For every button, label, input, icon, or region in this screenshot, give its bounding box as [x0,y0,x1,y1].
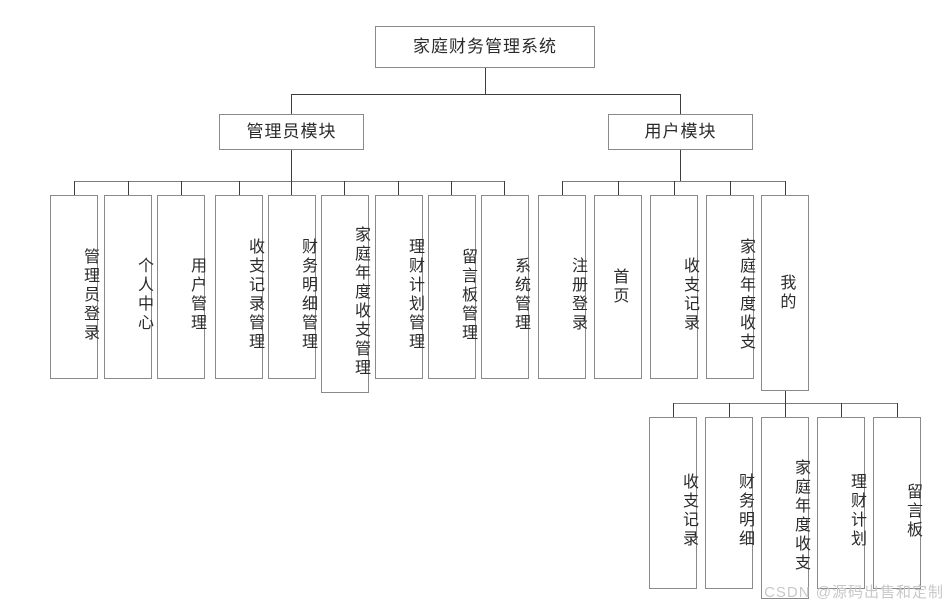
node-admin-child-9[interactable]: 系统管理 [481,195,529,379]
connector-admin-drop-7 [398,181,399,195]
node-mine-child-5-label: 留言板 [904,482,921,540]
connector-user-drop-4 [730,181,731,195]
node-admin-child-1[interactable]: 管理员登录 [50,195,98,379]
connector-user-drop-3 [674,181,675,195]
node-admin-module-label: 管理员模块 [246,122,337,142]
connector-user-drop-1 [562,181,563,195]
node-user-child-3-label: 收支记录 [681,257,698,333]
csdn-watermark: CSDN @源码出售和定制 [764,584,944,601]
node-admin-child-6[interactable]: 家庭年度收支管理 [321,195,369,393]
connector-root-to-admin [291,94,292,114]
connector-mine-drop-4 [841,403,842,417]
node-admin-child-7-label: 理财计划管理 [406,238,423,352]
connector-admin-drop-2 [128,181,129,195]
node-mine-child-3-label: 家庭年度收支 [792,459,809,573]
connector-admin-drop-1 [74,181,75,195]
node-user-child-4-label: 家庭年度收支 [737,238,754,352]
connector-root-to-user [680,94,681,114]
node-root-label: 家庭财务管理系统 [413,37,557,57]
node-admin-child-3[interactable]: 用户管理 [157,195,205,379]
node-mine-child-1-label: 收支记录 [680,473,697,549]
connector-user-drop-2 [618,181,619,195]
connector-admin-drop-9 [504,181,505,195]
node-admin-child-2-label: 个人中心 [135,257,152,333]
connector-user-drop-5 [785,181,786,195]
connector-admin-stem [291,150,292,181]
connector-mine-drop-2 [729,403,730,417]
connector-user-bar [562,181,785,182]
connector-mine-stem [785,391,786,403]
connector-root-stem [485,68,486,94]
node-admin-child-3-label: 用户管理 [188,257,205,333]
node-user-child-5[interactable]: 我的 [761,195,809,391]
node-admin-child-9-label: 系统管理 [512,257,529,333]
connector-root-bar [291,94,680,95]
node-admin-child-4-label: 收支记录管理 [246,238,263,352]
connector-mine-drop-3 [785,403,786,417]
node-mine-child-2-label: 财务明细 [736,473,753,549]
node-user-child-2[interactable]: 首页 [594,195,642,379]
node-admin-child-2[interactable]: 个人中心 [104,195,152,379]
node-mine-child-4[interactable]: 理财计划 [817,417,865,589]
node-user-child-5-label: 我的 [777,274,795,312]
connector-admin-drop-8 [451,181,452,195]
node-mine-child-1[interactable]: 收支记录 [649,417,697,589]
node-admin-child-6-label: 家庭年度收支管理 [352,226,369,378]
node-user-child-3[interactable]: 收支记录 [650,195,698,379]
node-root[interactable]: 家庭财务管理系统 [375,26,595,68]
node-admin-child-4[interactable]: 收支记录管理 [215,195,263,379]
node-admin-child-1-label: 管理员登录 [81,247,98,343]
connector-admin-drop-3 [181,181,182,195]
connector-admin-drop-5 [291,181,292,195]
connector-mine-drop-5 [897,403,898,417]
node-user-module-label: 用户模块 [644,122,717,142]
node-mine-child-4-label: 理财计划 [848,473,865,549]
node-admin-child-8[interactable]: 留言板管理 [428,195,476,379]
node-admin-module[interactable]: 管理员模块 [219,114,364,150]
node-mine-child-2[interactable]: 财务明细 [705,417,753,589]
connector-user-stem [680,150,681,181]
node-user-child-1[interactable]: 注册登录 [538,195,586,379]
connector-admin-bar [74,181,504,182]
node-user-module[interactable]: 用户模块 [608,114,753,150]
connector-admin-drop-4 [239,181,240,195]
node-mine-child-5[interactable]: 留言板 [873,417,921,589]
node-admin-child-5-label: 财务明细管理 [299,238,316,352]
node-admin-child-7[interactable]: 理财计划管理 [375,195,423,379]
connector-mine-drop-1 [673,403,674,417]
node-mine-child-3[interactable]: 家庭年度收支 [761,417,809,599]
node-user-child-1-label: 注册登录 [569,257,586,333]
node-admin-child-8-label: 留言板管理 [459,247,476,343]
node-user-child-4[interactable]: 家庭年度收支 [706,195,754,379]
node-user-child-2-label: 首页 [610,268,628,306]
node-admin-child-5[interactable]: 财务明细管理 [268,195,316,379]
connector-admin-drop-6 [344,181,345,195]
